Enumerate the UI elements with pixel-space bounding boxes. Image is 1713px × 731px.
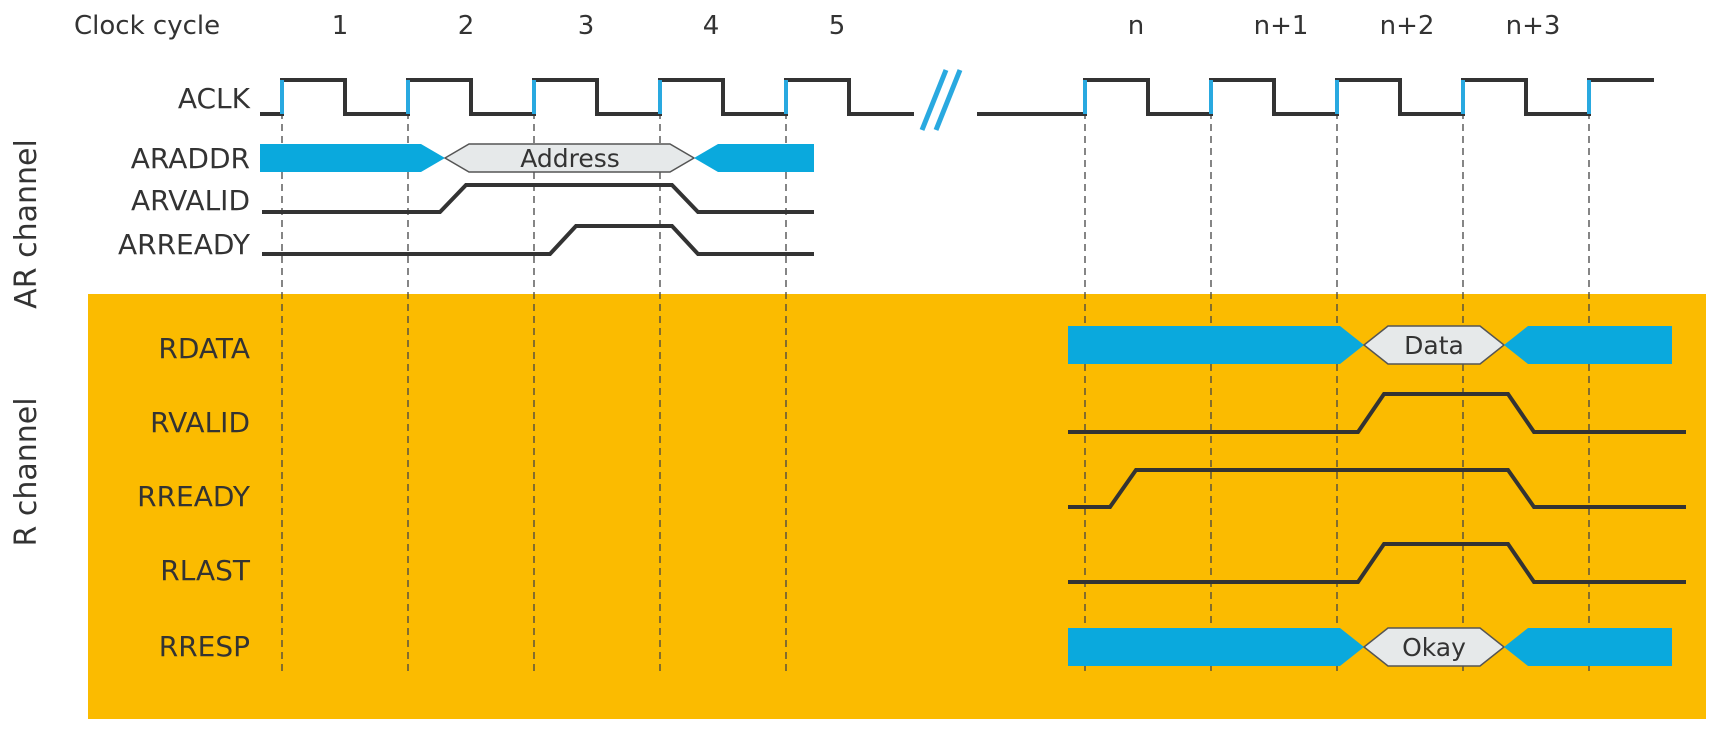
r-channel-label: R channel <box>9 397 44 546</box>
rresp-invalid-segment-2 <box>1504 628 1672 666</box>
rlast-waveform <box>1068 542 1686 584</box>
break-slash-1 <box>919 69 949 131</box>
signal-label-arready: ARREADY <box>118 228 251 261</box>
rresp-invalid-segment-1 <box>1068 628 1364 666</box>
arready-waveform <box>262 224 814 256</box>
clock-rising-edges <box>280 80 1591 114</box>
araddr-invalid-segment-2 <box>694 144 814 172</box>
signal-label-rready: RREADY <box>137 480 251 513</box>
rresp-okay-value: Okay <box>1402 633 1466 662</box>
rvalid-waveform <box>1068 392 1686 434</box>
signal-label-aclk: ACLK <box>178 82 251 115</box>
cycle-label-n-plus-3: n+3 <box>1506 11 1561 41</box>
signal-label-araddr: ARADDR <box>131 142 250 175</box>
araddr-invalid-segment-1 <box>260 144 445 172</box>
cycle-label-2: 2 <box>458 11 475 41</box>
clock-cycle-label: Clock cycle <box>74 11 220 41</box>
rdata-data-value: Data <box>1404 331 1464 360</box>
cycle-label-n-plus-2: n+2 <box>1380 11 1435 41</box>
clock-cycle-header: Clock cycle 1 2 3 4 5 n n+1 n+2 n+3 <box>74 11 1560 41</box>
time-break-mark <box>919 69 963 131</box>
araddr-bus: Address <box>260 143 814 173</box>
signal-label-rresp: RRESP <box>159 630 250 663</box>
rdata-bus: Data <box>1068 325 1672 365</box>
signal-label-rdata: RDATA <box>158 332 250 365</box>
araddr-address-value: Address <box>520 144 620 173</box>
signal-labels: ACLK ARADDR ARVALID ARREADY RDATA RVALID… <box>118 82 251 663</box>
rdata-invalid-segment-1 <box>1068 326 1364 364</box>
cycle-label-4: 4 <box>703 11 720 41</box>
rdata-invalid-segment-2 <box>1504 326 1672 364</box>
cycle-label-n: n <box>1128 11 1144 41</box>
signal-label-rvalid: RVALID <box>150 406 250 439</box>
cycle-label-n-plus-1: n+1 <box>1254 11 1309 41</box>
break-slash-2 <box>933 69 963 131</box>
aclk-waveform <box>260 78 1654 116</box>
arvalid-waveform <box>262 183 814 214</box>
cycle-label-5: 5 <box>829 11 846 41</box>
ar-channel-label: AR channel <box>9 139 44 309</box>
rready-waveform <box>1068 468 1686 509</box>
cycle-label-1: 1 <box>332 11 349 41</box>
cycle-label-3: 3 <box>578 11 595 41</box>
signal-label-arvalid: ARVALID <box>131 184 250 217</box>
rresp-bus: Okay <box>1068 627 1672 667</box>
signal-label-rlast: RLAST <box>160 554 251 587</box>
